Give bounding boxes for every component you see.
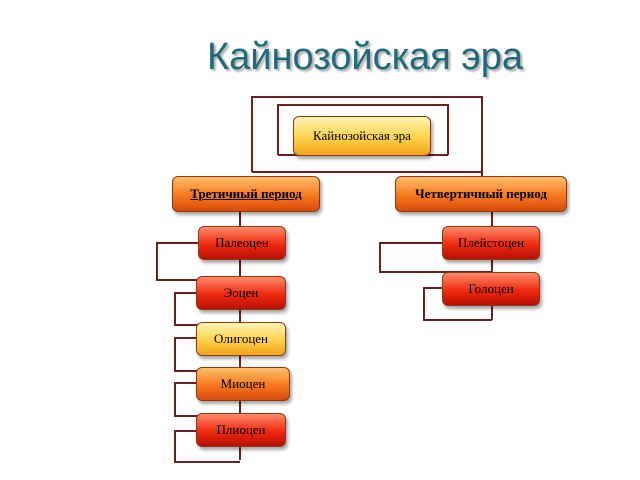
node-holocene: Голоцен: [442, 272, 540, 306]
bracket-pliocene: [174, 430, 240, 463]
node-pleistocene: Плейстоцен: [442, 226, 540, 260]
bracket-holocene: [423, 287, 492, 321]
root-frame-inner: [277, 104, 449, 155]
node-miocene: Миоцен: [196, 367, 290, 401]
node-oligocene: Олигоцен: [196, 322, 286, 356]
diagram-title: Кайнозойская эра: [207, 36, 523, 78]
node-pliocene: Плиоцен: [196, 413, 286, 447]
node-eocene: Эоцен: [196, 276, 286, 310]
root-frame-outer: [251, 96, 483, 178]
bracket-pleistocene: [379, 242, 492, 273]
node-cenozoic-era: Кайнозойская эра: [293, 116, 431, 156]
node-paleocene: Палеоцен: [198, 226, 286, 260]
node-tertiary-period: Третичный период: [172, 176, 320, 212]
node-quaternary-period: Четвертичный период: [395, 176, 567, 212]
